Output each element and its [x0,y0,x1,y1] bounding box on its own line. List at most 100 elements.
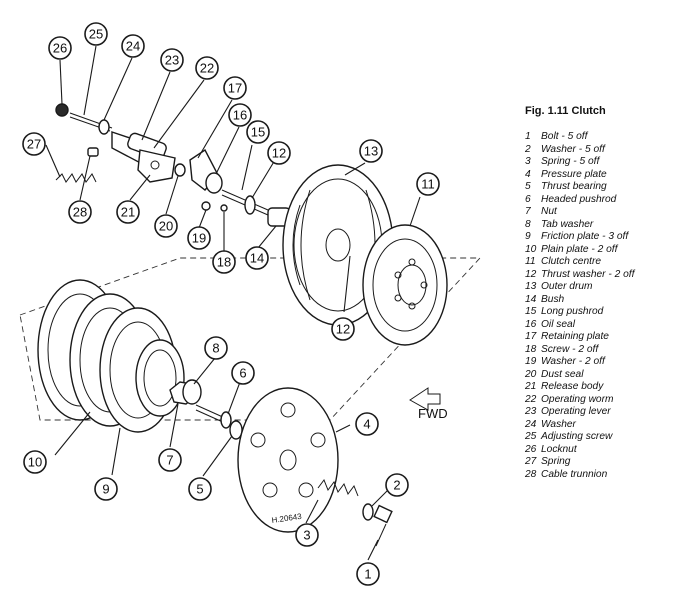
callout-12-upper: 12 [267,141,291,165]
svg-text:5: 5 [196,482,203,497]
legend-item-number: 14 [525,293,537,305]
legend-item-number: 4 [525,168,531,180]
legend-item-number: 23 [525,406,537,417]
dust-seal-part [174,163,186,177]
legend-item-label: Tab washer [541,218,594,230]
legend-item-number: 6 [525,193,531,205]
fwd-label: FWD [418,406,448,421]
svg-text:14: 14 [250,251,264,266]
legend-item-label: Headed pushrod [541,193,617,205]
legend-item-number: 28 [525,468,537,480]
callout-19: 19 [187,226,211,250]
legend-item-label: Oil seal [541,318,575,330]
tab-washer-part [182,379,202,405]
callout-5: 5 [188,477,212,501]
callout-27: 27 [22,132,46,156]
legend-item: 27 Spring [525,456,680,469]
svg-text:15: 15 [251,125,265,140]
legend-item-label: Thrust washer - 2 off [541,268,635,280]
callout-1: 1 [356,562,380,586]
legend-item-label: Outer drum [541,281,593,292]
svg-text:13: 13 [364,144,378,159]
callout-28: 28 [68,200,92,224]
callout-26: 26 [48,36,72,60]
svg-text:17: 17 [228,81,242,96]
locknut-part [55,103,69,117]
svg-text:20: 20 [159,219,173,234]
screw-part [220,204,228,212]
svg-text:6: 6 [239,366,246,381]
spring-part [55,173,97,183]
legend-item: 17 Retaining plate [525,331,680,344]
callout-25: 25 [84,22,108,46]
legend-title: Fig. 1.11 Clutch [525,105,606,117]
legend-item-label: Retaining plate [541,331,609,342]
legend-item-number: 16 [525,318,537,330]
legend-item-label: Screw - 2 off [541,343,599,355]
legend-item: 22 Operating worm [525,394,680,407]
clutch-centre [362,224,448,346]
callout-4: 4 [355,412,379,436]
svg-text:11: 11 [421,177,435,192]
callout-12-lower: 12 [331,317,355,341]
legend-item: 18 Screw - 2 off [525,344,680,357]
legend-item-label: Bolt - 5 off [541,131,588,142]
legend-item-number: 27 [525,456,537,467]
legend-item-label: Nut [541,206,557,217]
legend-item-label: Operating worm [541,393,614,405]
legend-item-number: 17 [525,331,537,342]
callout-20: 20 [154,214,178,238]
callout-10: 10 [23,450,47,474]
cable-trunnion-part [87,147,99,157]
legend-item-number: 22 [525,393,537,405]
legend-item-label: Clutch centre [541,256,602,267]
callout-3: 3 [295,523,319,547]
svg-text:23: 23 [165,53,179,68]
legend-item-number: 18 [525,343,537,355]
callout-7: 7 [158,448,182,472]
svg-text:26: 26 [53,41,67,56]
legend-item-label: Operating lever [541,406,611,417]
callout-18: 18 [212,250,236,274]
legend-item-number: 15 [525,306,537,317]
svg-text:28: 28 [73,205,87,220]
legend-item-label: Locknut [541,443,577,455]
release-mechanism [55,103,291,227]
clutch-plates [37,279,185,433]
svg-text:18: 18 [217,255,231,270]
svg-text:22: 22 [200,61,214,76]
clutch-spring-part [317,478,359,497]
callout-6: 6 [231,361,255,385]
legend-item-number: 20 [525,368,537,380]
legend-item-number: 24 [525,418,537,430]
legend-item-label: Spring [541,456,571,467]
svg-text:16: 16 [233,108,247,123]
legend-item: 15 Long pushrod [525,306,680,319]
bolt-part [373,504,393,524]
thrust-washer-part [244,195,256,215]
legend-item-label: Adjusting screw [541,431,613,442]
legend-item-number: 19 [525,356,537,367]
callout-9: 9 [94,477,118,501]
legend-item-label: Washer [541,418,576,430]
callout-13: 13 [359,139,383,163]
callout-15: 15 [246,120,270,144]
legend-item-number: 8 [525,218,531,230]
callout-17: 17 [223,76,247,100]
washer-small-part [201,201,211,211]
legend-item: 26 Locknut [525,444,680,457]
legend-item-label: Thrust bearing [541,181,607,192]
legend-item-number: 26 [525,443,537,455]
legend-item-number: 9 [525,231,531,242]
legend-item-label: Cable trunnion [541,468,608,480]
legend-item-label: Long pushrod [541,306,604,317]
headed-pushrod-part [195,404,226,419]
